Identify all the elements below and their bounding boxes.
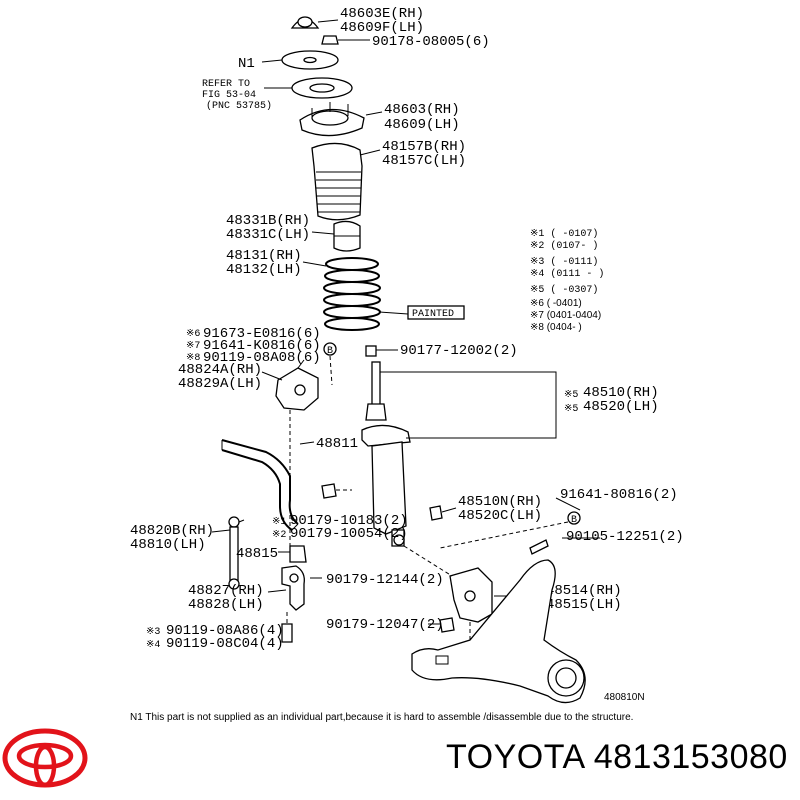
date-note-2: ※2 (0107- ) (530, 240, 598, 252)
label-painted: PAINTED (412, 309, 454, 320)
label-48514: 48514(RH) (546, 583, 622, 599)
label-48815: 48815 (236, 546, 278, 562)
label-48510n: 48510N(RH) (458, 494, 542, 510)
date-note-6: ※6 ( -0401) (530, 298, 582, 309)
lower-arm-part (411, 559, 586, 704)
marker-3: ※3 (146, 627, 160, 638)
figure-number: 480810N (604, 692, 645, 703)
label-48811: 48811 (316, 436, 358, 452)
marker-7: ※7 (186, 341, 200, 352)
shock-absorber-part (361, 361, 411, 547)
painted-tag (407, 305, 465, 320)
label-48829a: 48829A(LH) (178, 376, 262, 392)
refer-line3: (PNC 53785) (206, 100, 272, 112)
label-48820b: 48820B(RH) (130, 523, 214, 539)
marker-1a: ※1 (272, 517, 286, 528)
label-48331b: 48331B(RH) (226, 213, 310, 229)
ref-b-1: B (327, 346, 333, 357)
date-note-1: ※1 ( -0107) (530, 228, 598, 240)
label-90105: 90105-12251(2) (566, 529, 684, 545)
bar-bushing-part (289, 545, 307, 563)
stabilizer-link-part (228, 516, 245, 590)
footnote-n1: N1 This part is not supplied as an indiv… (130, 712, 633, 723)
marker-4: ※4 (146, 640, 160, 651)
label-91641-80816: 91641-80816(2) (560, 487, 678, 503)
ref-b-circle-2 (567, 511, 581, 525)
label-48603e: 48603E(RH) (340, 6, 424, 22)
label-90179-12144: 90179-12144(2) (326, 572, 444, 588)
label-48132: 48132(LH) (226, 262, 302, 278)
label-90179-10054: 90179-10054(2) (290, 526, 408, 542)
cushion-part (429, 505, 443, 521)
label-90178: 90178-08005(6) (372, 34, 490, 50)
date-note-7: ※7 (0401-0404) (530, 310, 601, 321)
label-48515: 48515(LH) (546, 597, 622, 613)
label-48157c: 48157C(LH) (382, 153, 466, 169)
dust-boot-part (311, 142, 363, 221)
stabilizer-bracket-part (275, 359, 319, 411)
brand-part-number: TOYOTA 4813153080 (446, 738, 788, 776)
dust-cap-part (290, 16, 320, 29)
coil-spring-part (323, 257, 381, 331)
label-91641k: 91641-K0816(6) (203, 338, 321, 354)
label-90119-08c04: 90119-08C04(4) (166, 636, 284, 652)
date-note-5: ※5 ( -0307) (530, 284, 598, 296)
label-48828: 48828(LH) (188, 597, 264, 613)
label-48824a: 48824A(RH) (178, 362, 262, 378)
bushing-bracket-part (281, 565, 305, 611)
marker-2a: ※2 (272, 530, 286, 541)
label-48827: 48827(RH) (188, 583, 264, 599)
ref-b-circle-1 (323, 342, 337, 356)
label-90177: 90177-12002(2) (400, 343, 518, 359)
label-48157b: 48157B(RH) (382, 139, 466, 155)
date-notes: ※1 ( -0107) ※2 (0107- ) ※3 ( -0111) ※4 (… (530, 228, 604, 333)
marker-8: ※8 (186, 353, 200, 364)
shock-nut-part (365, 345, 377, 357)
nut-part (321, 35, 339, 45)
label-91673: 91673-E0816(6) (203, 326, 321, 342)
lower-nut-part (439, 617, 455, 633)
label-90119a: 90119-08A08(6) (203, 350, 321, 366)
label-48603: 48603(RH) (384, 102, 460, 118)
marker-5a: ※5 (564, 390, 578, 401)
label-48510: 48510(RH) (583, 385, 659, 401)
ref-b-2: B (571, 515, 577, 526)
upper-support-part (299, 102, 365, 137)
refer-line2: FIG 53-04 (202, 90, 256, 101)
lower-bracket-part (449, 567, 493, 623)
label-48131: 48131(RH) (226, 248, 302, 264)
date-note-8: ※8 (0404- ) (530, 322, 582, 333)
label-48520: 48520(LH) (583, 399, 659, 415)
label-90179-10183: 90179-10183(2) (290, 513, 408, 529)
marker-6: ※6 (186, 329, 200, 340)
bolt-part (529, 539, 549, 555)
bushing-part (321, 483, 337, 499)
label-48520c: 48520C(LH) (458, 508, 542, 524)
label-n1: N1 (238, 56, 255, 72)
link-bolt-part (281, 623, 293, 643)
label-48331c: 48331C(LH) (226, 227, 310, 243)
label-90179-12047: 90179-12047(2) (326, 617, 444, 633)
date-note-4: ※4 (0111 - ) (530, 268, 604, 280)
marker-5b: ※5 (564, 404, 578, 415)
label-90119-08a86: 90119-08A86(4) (166, 623, 284, 639)
bump-stopper-part (333, 220, 361, 252)
date-note-3: ※3 ( -0111) (530, 256, 598, 268)
label-48609f: 48609F(LH) (340, 20, 424, 36)
toyota-logo-icon (2, 728, 88, 788)
label-48810: 48810(LH) (130, 537, 206, 553)
refer-line1: REFER TO (202, 79, 250, 90)
label-48609: 48609(LH) (384, 117, 460, 133)
